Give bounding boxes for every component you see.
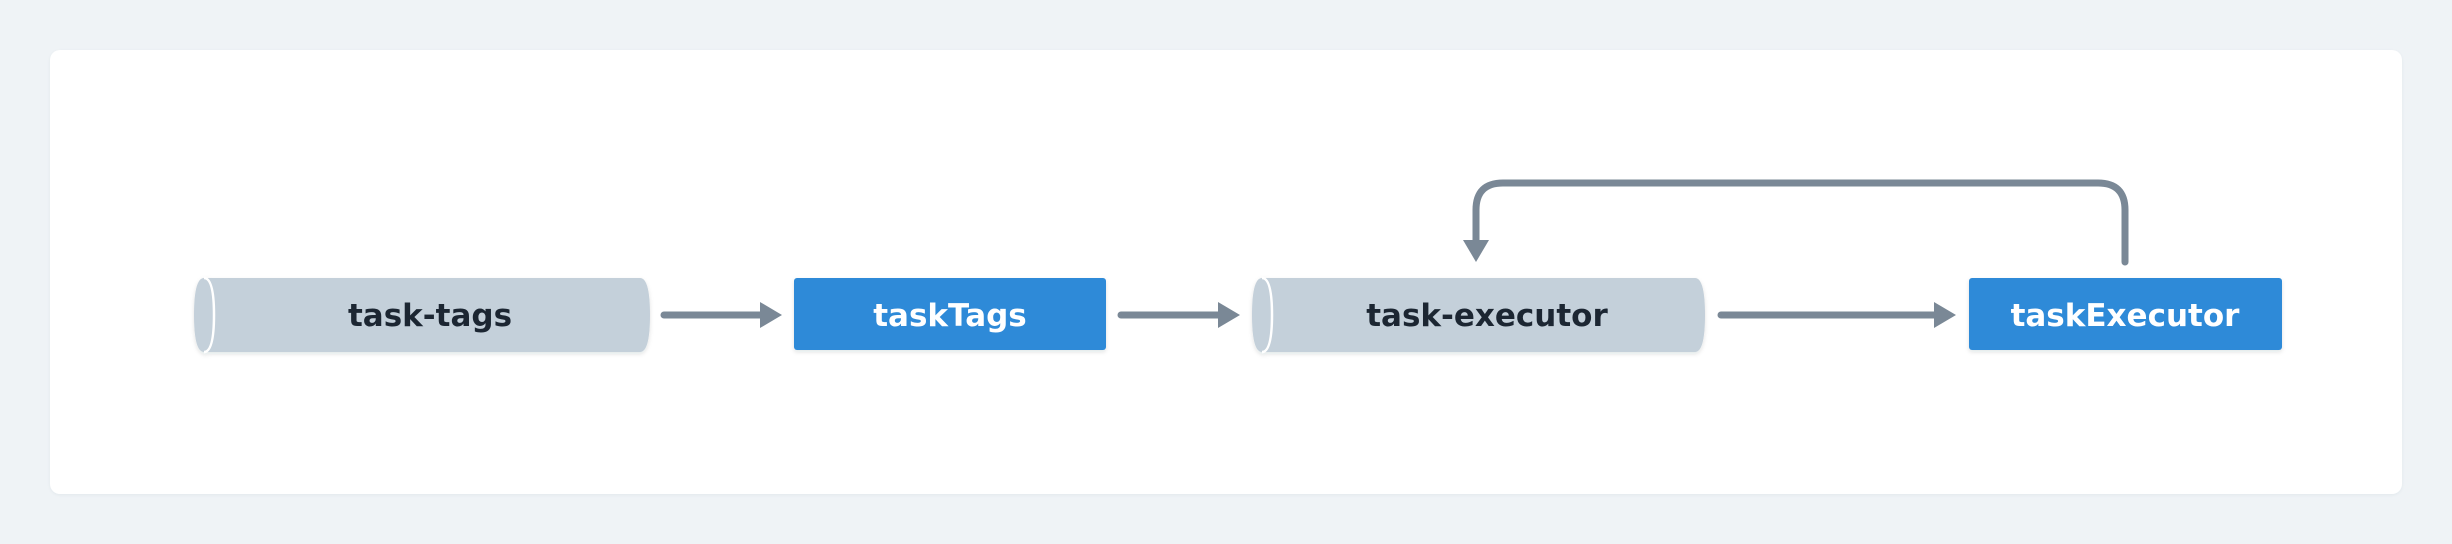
topic-node-task-executor[interactable]: task-executor (1252, 276, 1705, 354)
topic-label-task-tags: task-tags (348, 298, 512, 334)
processor-node-taskExecutor[interactable]: taskExecutor (1969, 278, 2282, 350)
edge-task-executor-to-taskExecutor (1717, 302, 1956, 328)
diagram-panel (50, 50, 2402, 494)
topic-node-task-tags[interactable]: task-tags (194, 276, 650, 354)
edge-taskTags-to-task-executor (1117, 302, 1240, 328)
processor-node-taskTags[interactable]: taskTags (794, 278, 1106, 350)
topic-label-task-executor: task-executor (1366, 298, 1608, 334)
edge-taskExecutor-to-task-executor (1463, 179, 2129, 266)
edge-task-tags-to-taskTags (660, 302, 782, 328)
processor-label-taskExecutor: taskExecutor (2011, 298, 2241, 334)
processor-label-taskTags: taskTags (873, 298, 1027, 334)
